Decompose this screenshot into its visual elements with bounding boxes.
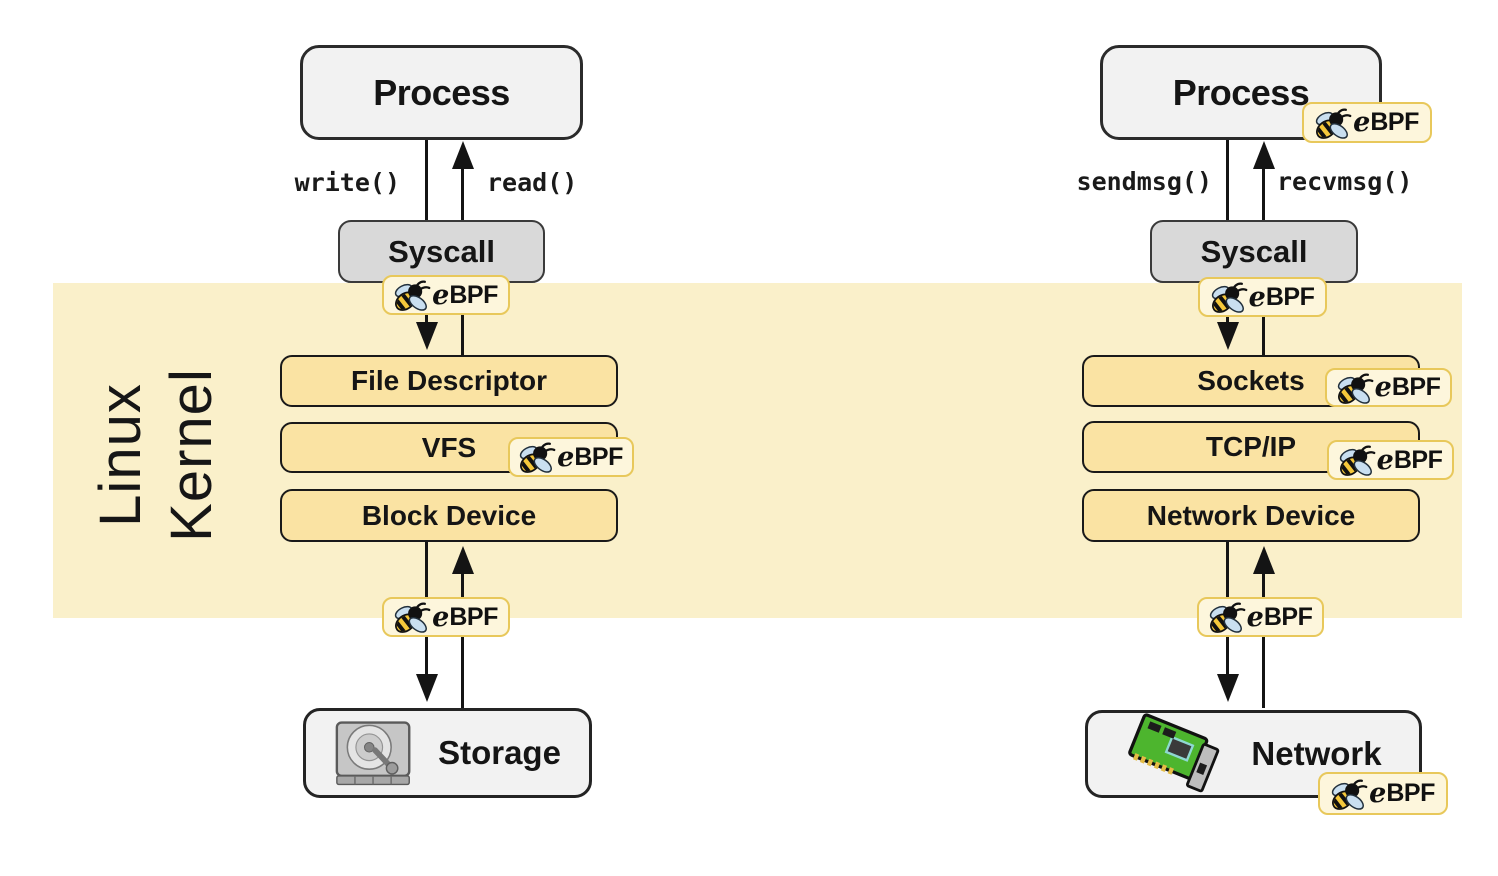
arrowhead-down-right-bottom	[1217, 674, 1239, 702]
arrowhead-down-left-bottom	[416, 674, 438, 702]
flow-line-down-left-top	[425, 140, 428, 220]
arrowhead-up-right-top	[1253, 141, 1275, 169]
ebpf-badge-bpf: BPF	[449, 602, 498, 631]
ebpf-badge-e: e	[1353, 107, 1371, 138]
flow-line-up-right-mid	[1262, 283, 1265, 355]
ebpf-badge-e: e	[1369, 778, 1387, 809]
layer-label-network-device: Network Device	[1146, 499, 1356, 531]
process-label-left: Process	[373, 71, 510, 113]
network-label: Network	[1251, 735, 1382, 772]
process-label-right: Process	[1172, 71, 1310, 113]
ebpf-bee-icon	[1211, 281, 1248, 313]
ebpf-badge-bpf: BPF	[449, 280, 498, 309]
arrowhead-up-left-top	[452, 141, 474, 169]
layer-label-sockets: Sockets	[1197, 365, 1305, 396]
ebpf-badge-e: e	[557, 441, 575, 473]
flow-line-up-left-top	[461, 168, 464, 220]
flow-line-up-left-mid	[461, 283, 464, 355]
layer-label-tcpip: TCP/IP	[1205, 431, 1297, 462]
ebpf-badge-e: e	[1376, 444, 1394, 476]
layer-label-vfs: VFS	[421, 431, 477, 463]
ebpf-bee-icon	[1331, 778, 1368, 810]
flow-line-up-left-bottom	[461, 574, 464, 708]
syscall-box-right: Syscall	[1150, 220, 1358, 283]
flow-line-up-right-top	[1262, 168, 1265, 220]
ebpf-bee-icon	[519, 441, 556, 473]
syscall-label-left: Syscall	[388, 233, 495, 269]
sendmsg-call-label: sendmsg()	[1076, 167, 1212, 196]
write-call-label: write()	[294, 168, 400, 197]
read-call-label: read()	[487, 168, 578, 197]
hard-disk-icon	[334, 718, 414, 788]
ebpf-badge-bpf: BPF	[1370, 108, 1419, 136]
ebpf-bee-icon	[1209, 601, 1246, 633]
layer-box-network-device: Network Device	[1082, 489, 1420, 542]
process-box-right: Process	[1100, 45, 1382, 140]
arrowhead-down-left-mid	[416, 322, 438, 350]
process-box-left: Process	[300, 45, 583, 140]
ebpf-badge-bpf: BPF	[574, 442, 623, 471]
ebpf-badge-bpf: BPF	[1393, 445, 1443, 474]
storage-box: Storage	[303, 708, 592, 798]
ebpf-badge-bpf: BPF	[1265, 282, 1315, 311]
layer-label-file-descriptor: File Descriptor	[350, 365, 548, 396]
flow-line-down-right-top	[1226, 140, 1229, 220]
arrowhead-down-right-mid	[1217, 322, 1239, 350]
ebpf-badge-bpf: BPF	[1263, 602, 1313, 631]
ebpf-badge-e: e	[432, 279, 450, 311]
syscall-label-right: Syscall	[1200, 233, 1308, 269]
arrowhead-up-right-bottom	[1253, 546, 1275, 574]
storage-label: Storage	[438, 734, 561, 771]
linux-kernel-label: Linux Kernel	[72, 255, 242, 655]
ebpf-bee-icon	[1315, 107, 1352, 139]
recvmsg-call-label: recvmsg()	[1277, 167, 1413, 196]
ebpf-badge-bpf: BPF	[1386, 779, 1435, 807]
ebpf-bee-icon	[1337, 372, 1374, 404]
ebpf-bee-icon	[1339, 444, 1376, 476]
ebpf-bee-icon	[394, 601, 431, 633]
ebpf-badge-e: e	[1248, 281, 1266, 313]
arrowhead-up-left-bottom	[452, 546, 474, 574]
layer-label-block-device: Block Device	[361, 499, 537, 531]
syscall-box-left: Syscall	[338, 220, 545, 283]
network-card-icon	[1125, 711, 1227, 797]
linux-kernel-label-line2: Kernel	[159, 368, 224, 542]
flow-line-up-right-bottom	[1262, 574, 1265, 708]
linux-kernel-label-line1: Linux	[88, 383, 154, 527]
layer-box-block-device: Block Device	[280, 489, 618, 542]
ebpf-badge-bpf: BPF	[1391, 373, 1441, 401]
ebpf-bee-icon	[394, 279, 431, 311]
layer-box-file-descriptor: File Descriptor	[280, 355, 618, 407]
ebpf-badge-e: e	[1246, 601, 1264, 633]
ebpf-badge-e: e	[432, 601, 450, 633]
ebpf-badge-e: e	[1374, 372, 1392, 403]
